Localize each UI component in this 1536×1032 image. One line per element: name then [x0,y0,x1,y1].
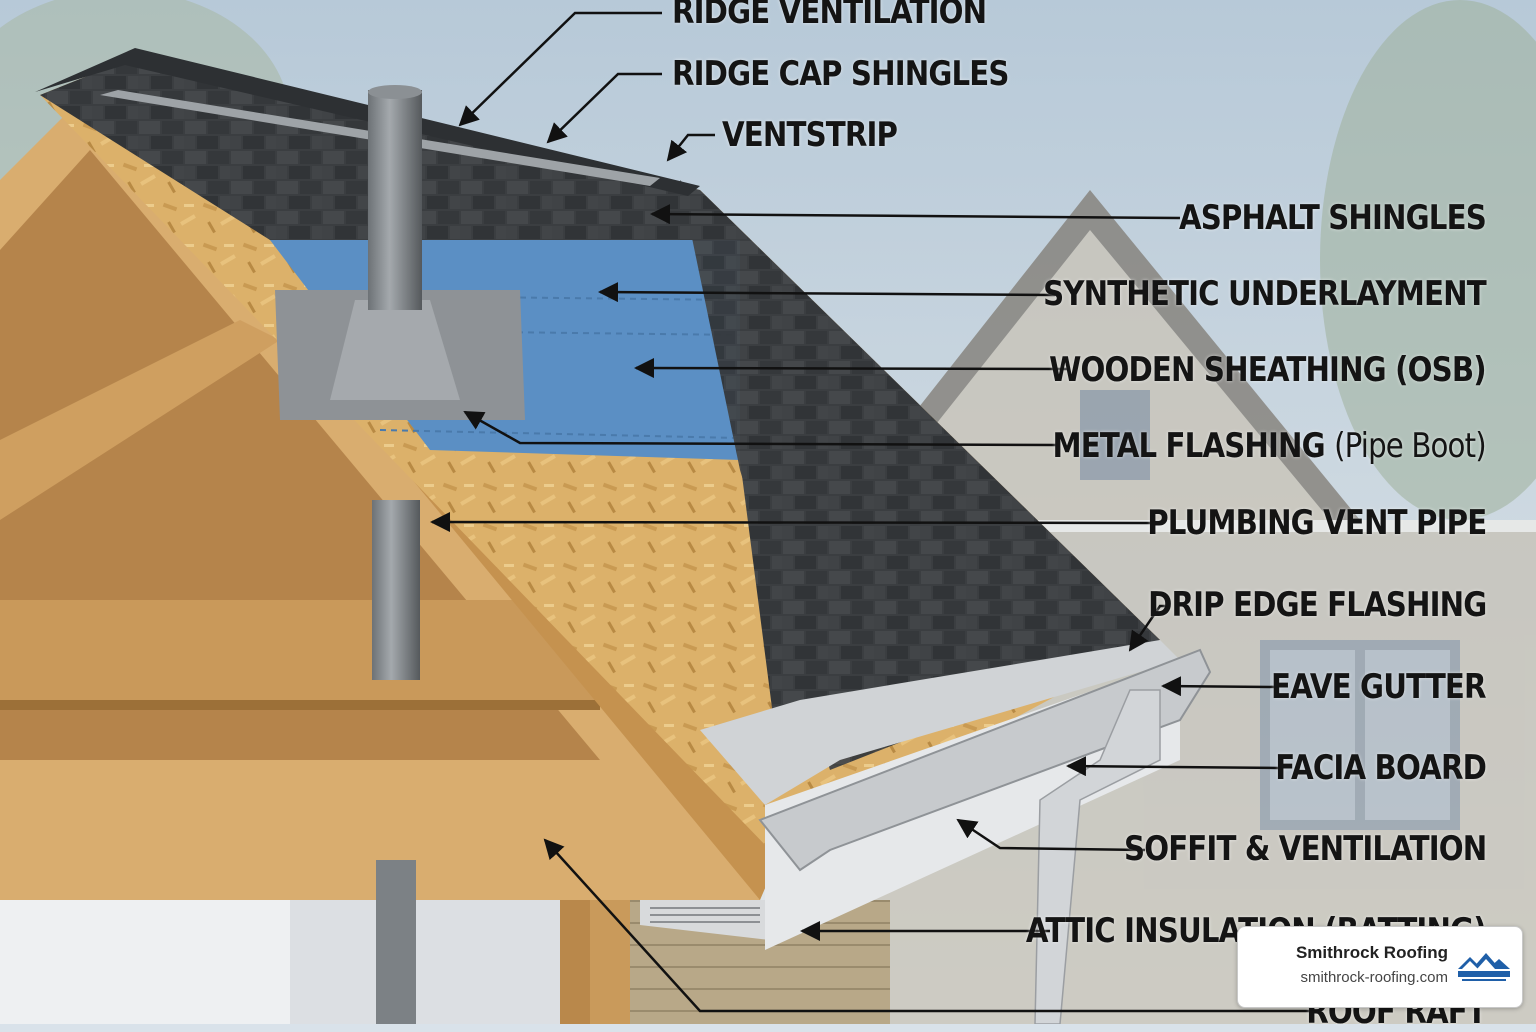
label-wooden-sheathing: WOODEN SHEATHING (OSB) [1049,350,1487,390]
label-ridge-cap-shingles: RIDGE CAP SHINGLES [672,54,1009,94]
label-facia-board: FACIA BOARD [1275,748,1487,788]
tree-background [1320,0,1536,520]
drip-edge-flashing [700,640,1180,805]
label-drip-edge-flashing: DRIP EDGE FLASHING [1147,585,1487,625]
label-eave-gutter: EAVE GUTTER [1271,667,1487,707]
plumbing-vent-pipe [368,90,422,310]
label-synthetic-underlayment: SYNTHETIC UNDERLAYMENT [1043,274,1487,314]
soffit-vent-slots [650,907,760,923]
shingle-course-edge [680,180,1160,770]
leader-lines [430,11,1310,1013]
pipe-opening [368,85,422,99]
label-soffit-ventilation: SOFFIT & VENTILATION [1123,829,1487,869]
label-ridge-ventilation: RIDGE VENTILATION [672,0,987,32]
soffit-vent [640,900,770,940]
eave-gutter [758,648,1212,872]
plumbing-vent-pipe-attic [372,500,420,680]
label-metal-flashing-main: METAL FLASHING [1052,426,1326,466]
brand-name: Smithrock Roofing [1295,943,1448,962]
brand-url: smithrock-roofing.com [1300,969,1448,986]
label-asphalt-shingles: ASPHALT SHINGLES [1179,198,1487,238]
label-metal-flashing-sub: (Pipe Boot) [1334,426,1486,466]
label-ventstrip: VENTSTRIP [722,115,898,155]
plumbing-vent-pipe-wall [376,860,416,1024]
brand-logo-icon [1458,953,1510,981]
brand-card: Smithrock Roofing smithrock-roofing.com [1237,926,1523,1008]
label-plumbing-vent-pipe: PLUMBING VENT PIPE [1146,503,1487,543]
label-metal-flashing: METAL FLASHING (Pipe Boot) [1052,426,1487,466]
pipe-boot-cone [330,300,460,400]
